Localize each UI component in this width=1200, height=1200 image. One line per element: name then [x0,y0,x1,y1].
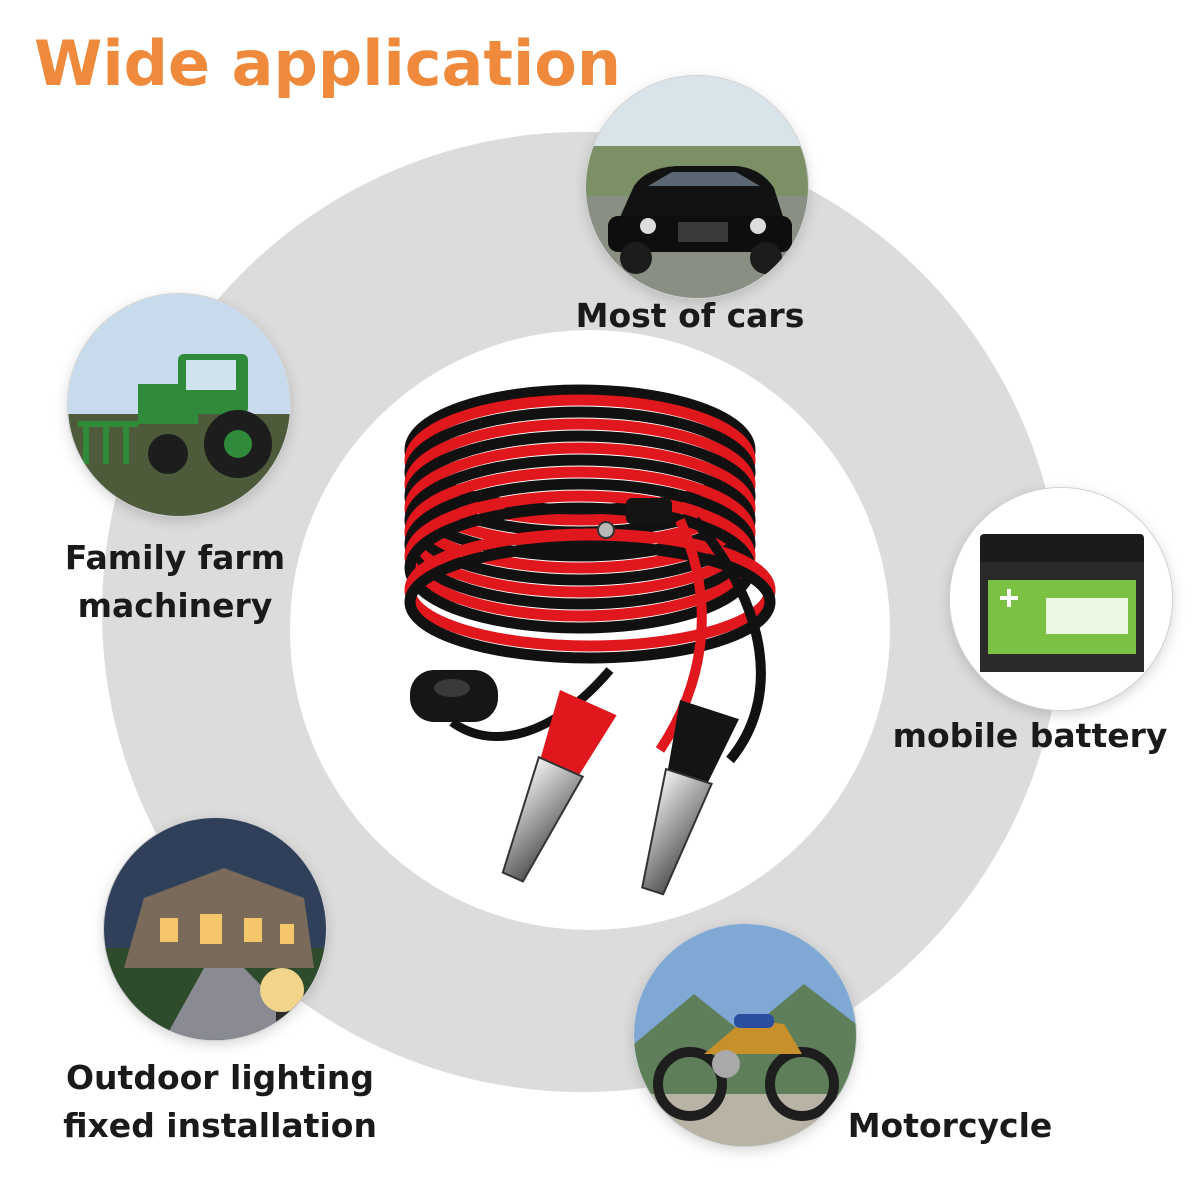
tractor-photo-icon [68,294,290,516]
application-label-outdoor-lighting: Outdoor lighting fixed installation [63,1058,377,1145]
application-label-motorcycle: Motorcycle [847,1106,1053,1145]
application-label-farm-machinery: Family farm machinery [64,538,286,625]
page-title: Wide application [34,27,621,100]
house-lighting-photo-icon [104,818,326,1040]
motorcycle-photo-icon [634,924,856,1146]
battery-photo-icon [950,488,1172,710]
cable-with-alligator-clips-icon [380,370,850,910]
application-label-battery: mobile battery [892,716,1168,755]
car-photo-icon [586,76,808,298]
application-label-cars: Most of cars [575,296,805,335]
